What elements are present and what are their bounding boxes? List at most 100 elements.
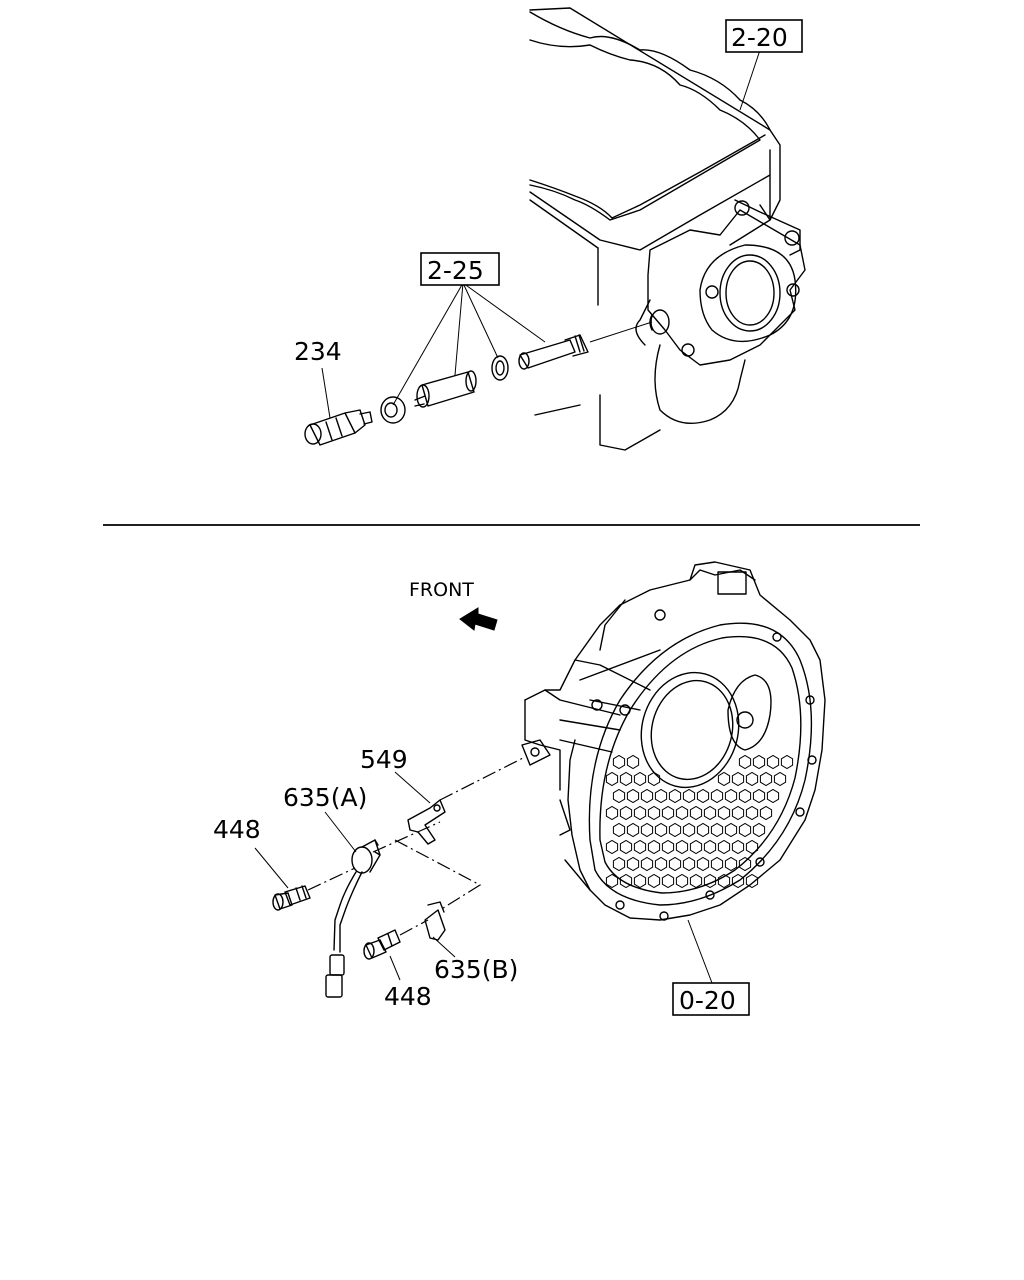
rib-cell [654,822,668,838]
speed-sensor-assembly [304,49,761,446]
rib-cell [654,856,668,872]
rib-cell [717,771,731,787]
part-label-549[interactable]: 549 [360,745,408,774]
rib-cell [619,839,633,855]
part-label-635a[interactable]: 635(A) [283,783,367,812]
rib-cell [696,822,710,838]
rib-cell [647,805,661,821]
rib-cell [682,788,696,804]
rib-cell [633,873,647,889]
front-indicator: FRONT [409,579,498,631]
ref-box-2-20[interactable] [725,19,803,53]
rib-cell [647,771,661,787]
front-label: FRONT [409,579,474,601]
rib-cell [654,788,668,804]
rib-cell [717,873,731,889]
rib-cell [689,873,703,889]
part-label-448-top[interactable]: 448 [213,815,261,844]
rib-cell [626,822,640,838]
rib-cell [745,805,759,821]
rib-cell [759,771,773,787]
rib-cell [724,822,738,838]
rib-cell [717,805,731,821]
rib-cell [738,856,752,872]
rib-cell [759,805,773,821]
rib-cell [626,788,640,804]
rib-cell [626,754,640,770]
rib-cell [710,856,724,872]
ref-label-2-20[interactable]: 2-20 [731,23,788,52]
rib-cell [640,822,654,838]
part-label-448-bottom[interactable]: 448 [384,982,432,1011]
rib-cell [738,788,752,804]
rib-cell [626,856,640,872]
rib-cell [731,873,745,889]
rib-cell [724,788,738,804]
rib-cell [647,873,661,889]
part-label-635b[interactable]: 635(B) [434,955,518,984]
bottom-callouts: 549 635(A) 448 635(B) 448 0-20 [213,745,750,1016]
rib-cell [633,805,647,821]
rib-cell [661,873,675,889]
rib-cell [668,788,682,804]
ref-box-2-25[interactable] [420,252,500,286]
rib-cell [703,873,717,889]
rib-cell [612,822,626,838]
rib-cell [661,839,675,855]
rib-cell [640,788,654,804]
rib-cell [773,771,787,787]
housing-ribbing [605,754,794,889]
ref-box-0-20[interactable] [672,982,750,1016]
rib-cell [696,856,710,872]
transmission-case [529,7,806,451]
ref-label-2-25[interactable]: 2-25 [427,256,484,285]
rib-cell [675,839,689,855]
rib-cell [710,788,724,804]
rib-cell [752,788,766,804]
rib-cell [647,839,661,855]
rib-cell [731,839,745,855]
rib-cell [605,771,619,787]
rib-cell [619,873,633,889]
rib-cell [745,839,759,855]
front-arrow-icon [459,607,498,631]
rib-cell [766,788,780,804]
rib-cell [605,839,619,855]
rib-cell [710,822,724,838]
rib-cell [612,788,626,804]
top-callouts: 2-20 2-25 234 [294,19,803,366]
crank-sensor-assembly [254,756,713,998]
rib-cell [745,873,759,889]
rib-cell [675,805,689,821]
rib-cell [689,805,703,821]
rib-cell [724,856,738,872]
rib-cell [605,873,619,889]
part-label-234[interactable]: 234 [294,337,342,366]
ref-label-0-20[interactable]: 0-20 [679,986,736,1015]
rib-cell [682,822,696,838]
rib-cell [738,754,752,770]
rib-cell [633,771,647,787]
rib-cell [668,822,682,838]
flywheel-housing [521,561,826,921]
rib-cell [605,805,619,821]
rib-cell [731,771,745,787]
rib-cell [668,856,682,872]
rib-cell [682,856,696,872]
rib-cell [633,839,647,855]
rib-cell [703,805,717,821]
rib-cell [752,754,766,770]
rib-cell [661,805,675,821]
rib-cell [619,805,633,821]
rib-cell [738,822,752,838]
rib-cell [612,856,626,872]
rib-cell [703,839,717,855]
rib-cell [612,754,626,770]
rib-cell [696,788,710,804]
rib-cell [689,839,703,855]
rib-cell [766,754,780,770]
rib-cell [780,754,794,770]
rib-cell [745,771,759,787]
rib-cell [717,839,731,855]
